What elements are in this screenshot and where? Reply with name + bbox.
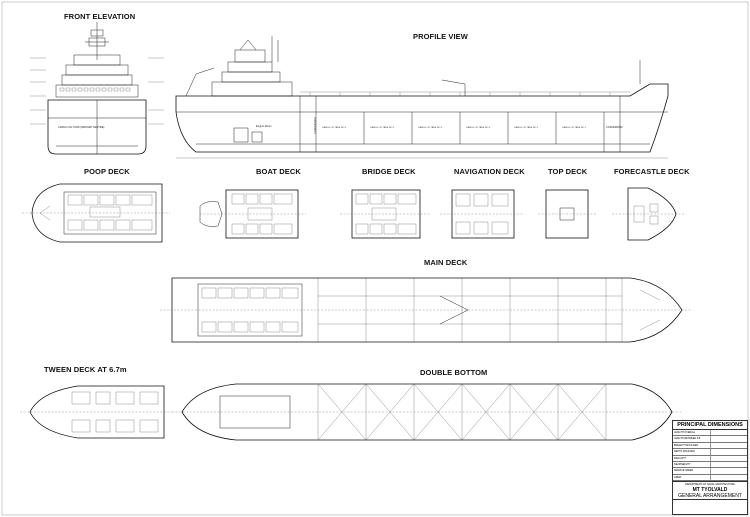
dimension-row: CREW: [673, 474, 748, 482]
dimension-value: [711, 456, 748, 461]
forecastle-deck-drawing: [612, 187, 686, 241]
cargo-tank-6-label: CARGO OIL TANK NO.6: [322, 126, 347, 129]
double-bottom-title: DOUBLE BOTTOM: [420, 368, 488, 377]
engine-room-label: Engine Room: [256, 124, 272, 128]
forecastle-deck-title: FORECASTLE DECK: [614, 167, 690, 176]
dimension-value: [711, 443, 748, 448]
dimension-row: DEADWEIGHT: [673, 461, 748, 469]
boat-deck-drawing: [199, 189, 306, 239]
top-deck-drawing: [538, 189, 596, 239]
drawing-name: GENERAL ARRANGEMENT: [673, 493, 747, 501]
profile-view-title: PROFILE VIEW: [413, 32, 468, 41]
dimension-label: CREW: [673, 474, 711, 481]
tween-deck-drawing: [20, 385, 172, 439]
poop-deck-title: POOP DECK: [84, 167, 130, 176]
dimension-row: DRAUGHT: [673, 455, 748, 462]
dimension-label: SERVICE SPEED: [673, 468, 711, 474]
dimension-label: LENGTH OVERALL: [673, 430, 711, 436]
dimension-row: DEPTH MOULDED: [673, 449, 748, 456]
double-bottom-drawing: [172, 383, 682, 441]
cargo-tank-5-label: CARGO OIL TANK NO.5: [370, 126, 395, 129]
front-tank-label: CARGO OIL TANK (MIDSHIP CENTRE): [58, 125, 104, 129]
bridge-deck-drawing: [340, 189, 430, 239]
navigation-deck-title: NAVIGATION DECK: [454, 167, 525, 176]
dimension-row: SERVICE SPEED: [673, 468, 748, 475]
cofferdam-fwd-label: COFFERDAM: [606, 125, 622, 129]
dimension-row: LENGTH OVERALL: [673, 430, 748, 437]
top-deck-title: TOP DECK: [548, 167, 588, 176]
dimension-label: LENGTH BETWEEN P.P.: [673, 436, 711, 442]
department-name: DEPARTMENT OF NAVAL ARCHITECTURE: [673, 481, 747, 487]
navigation-deck-drawing: [440, 189, 524, 239]
dimension-value: [711, 449, 748, 454]
boat-deck-title: BOAT DECK: [256, 167, 301, 176]
dimension-value: [711, 436, 748, 441]
bridge-deck-title: BRIDGE DECK: [362, 167, 416, 176]
cargo-tank-3-label: CARGO OIL TANK NO.3: [466, 126, 491, 129]
ship-name: MT TYOLVALD: [692, 487, 728, 494]
dimension-label: DRAUGHT: [673, 455, 711, 461]
dimension-value: [711, 430, 748, 435]
dimension-label: DEPTH MOULDED: [673, 449, 711, 455]
front-elevation-title: FRONT ELEVATION: [64, 12, 136, 21]
dimension-value: [711, 462, 748, 467]
dimension-row: LENGTH BETWEEN P.P.: [673, 436, 748, 443]
tween-deck-title: TWEEN DECK AT 6.7m: [44, 365, 127, 374]
cargo-tank-4-label: CARGO OIL TANK NO.4: [418, 126, 443, 129]
profile-view-drawing: Engine Room COFFERDAM COFFERDAM CARGO OI…: [175, 36, 669, 159]
dimension-row: BREADTH MOULDED: [673, 442, 748, 450]
cofferdam-aft-label: COFFERDAM: [313, 118, 317, 134]
front-elevation-drawing: CARGO OIL TANK (MIDSHIP CENTRE): [30, 22, 164, 155]
main-deck-drawing: [160, 277, 692, 343]
dimension-label: DEADWEIGHT: [673, 461, 711, 468]
main-deck-title: MAIN DECK: [424, 258, 468, 267]
dimension-label: BREADTH MOULDED: [673, 442, 711, 449]
cargo-tank-1-label: CARGO OIL TANK NO.1: [562, 126, 587, 129]
dimension-value: [711, 475, 748, 480]
poop-deck-drawing: [22, 183, 170, 243]
dimension-value: [711, 468, 748, 473]
principal-dimensions-heading: PRINCIPAL DIMENSIONS: [673, 421, 747, 430]
cargo-tank-2-label: CARGO OIL TANK NO.2: [514, 126, 539, 129]
